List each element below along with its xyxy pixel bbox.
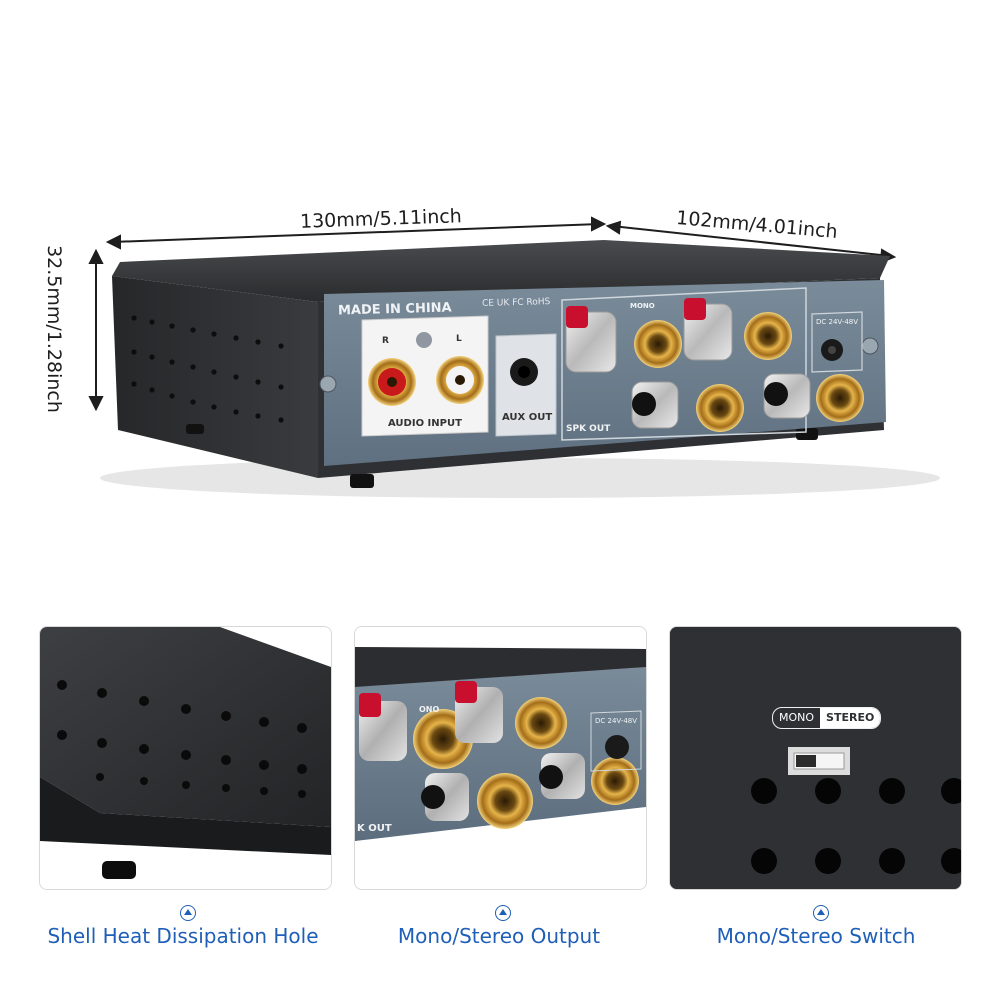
chassis-top (112, 240, 890, 302)
speaker-post-black-2[interactable] (763, 373, 864, 422)
speaker-post-black-1[interactable] (631, 381, 744, 432)
arrow-up-circle-icon (180, 905, 196, 921)
speaker-post-red-1[interactable] (565, 306, 682, 373)
caption-mono-stereo-output: Mono/Stereo Output (397, 924, 601, 948)
panel-mono-stereo-output: K OUT DC 24V-48V ONO (354, 626, 647, 890)
speaker-output-closeup (355, 627, 646, 889)
caption-mono-stereo-switch: Mono/Stereo Switch (716, 924, 916, 948)
audio-input-box (361, 315, 489, 437)
dc-frame (811, 311, 863, 373)
mono-mark-label: MONO (630, 302, 655, 310)
audio-input-label: AUDIO INPUT (388, 418, 462, 429)
mono-stereo-badge: MONO STEREO (772, 707, 882, 729)
foot (796, 428, 818, 440)
stereo-label: STEREO (820, 708, 881, 728)
width-dimension-arrow (105, 216, 607, 250)
arrow-up-circle-icon (495, 905, 511, 921)
mono-label: MONO (779, 711, 815, 724)
foot (350, 474, 374, 488)
rca-right-jack[interactable] (368, 358, 416, 406)
mono-closeup-label: ONO (419, 705, 440, 714)
spk-out-frame (561, 287, 807, 441)
dc-closeup-label: DC 24V-48V (595, 717, 638, 725)
panel-mono-stereo-switch: MONO STEREO (669, 626, 962, 890)
heat-dissipation-closeup (40, 627, 331, 889)
made-in-label: MADE IN CHINA (337, 300, 452, 319)
switch-closeup (670, 627, 961, 889)
chassis-side (112, 276, 318, 478)
panel-heat-dissipation (39, 626, 332, 890)
screw (861, 337, 879, 355)
aux-out-label: AUX OUT (502, 412, 553, 423)
rca-left-jack[interactable] (436, 356, 484, 404)
ground-screw (416, 332, 432, 348)
side-vent-holes (131, 315, 284, 423)
input-r-label: R (382, 336, 389, 346)
caption-heat-dissipation: Shell Heat Dissipation Hole (47, 924, 319, 948)
spk-out-closeup-label: K OUT (357, 823, 392, 834)
product-rear-view (88, 216, 940, 498)
spk-out-label: SPK OUT (566, 424, 611, 434)
arrow-up-circle-icon (813, 905, 829, 921)
height-label: 32.5mm/1.28inch (42, 245, 65, 413)
certification-marks: CE UK FC RoHS (481, 297, 551, 309)
dc-label: DC 24V-48V (816, 318, 859, 326)
screw (319, 375, 337, 393)
mono-stereo-switch[interactable] (788, 747, 850, 775)
foot (186, 424, 204, 434)
height-dimension-arrow (88, 248, 104, 412)
speaker-post-red-2[interactable] (683, 298, 792, 361)
input-l-label: L (456, 334, 462, 344)
